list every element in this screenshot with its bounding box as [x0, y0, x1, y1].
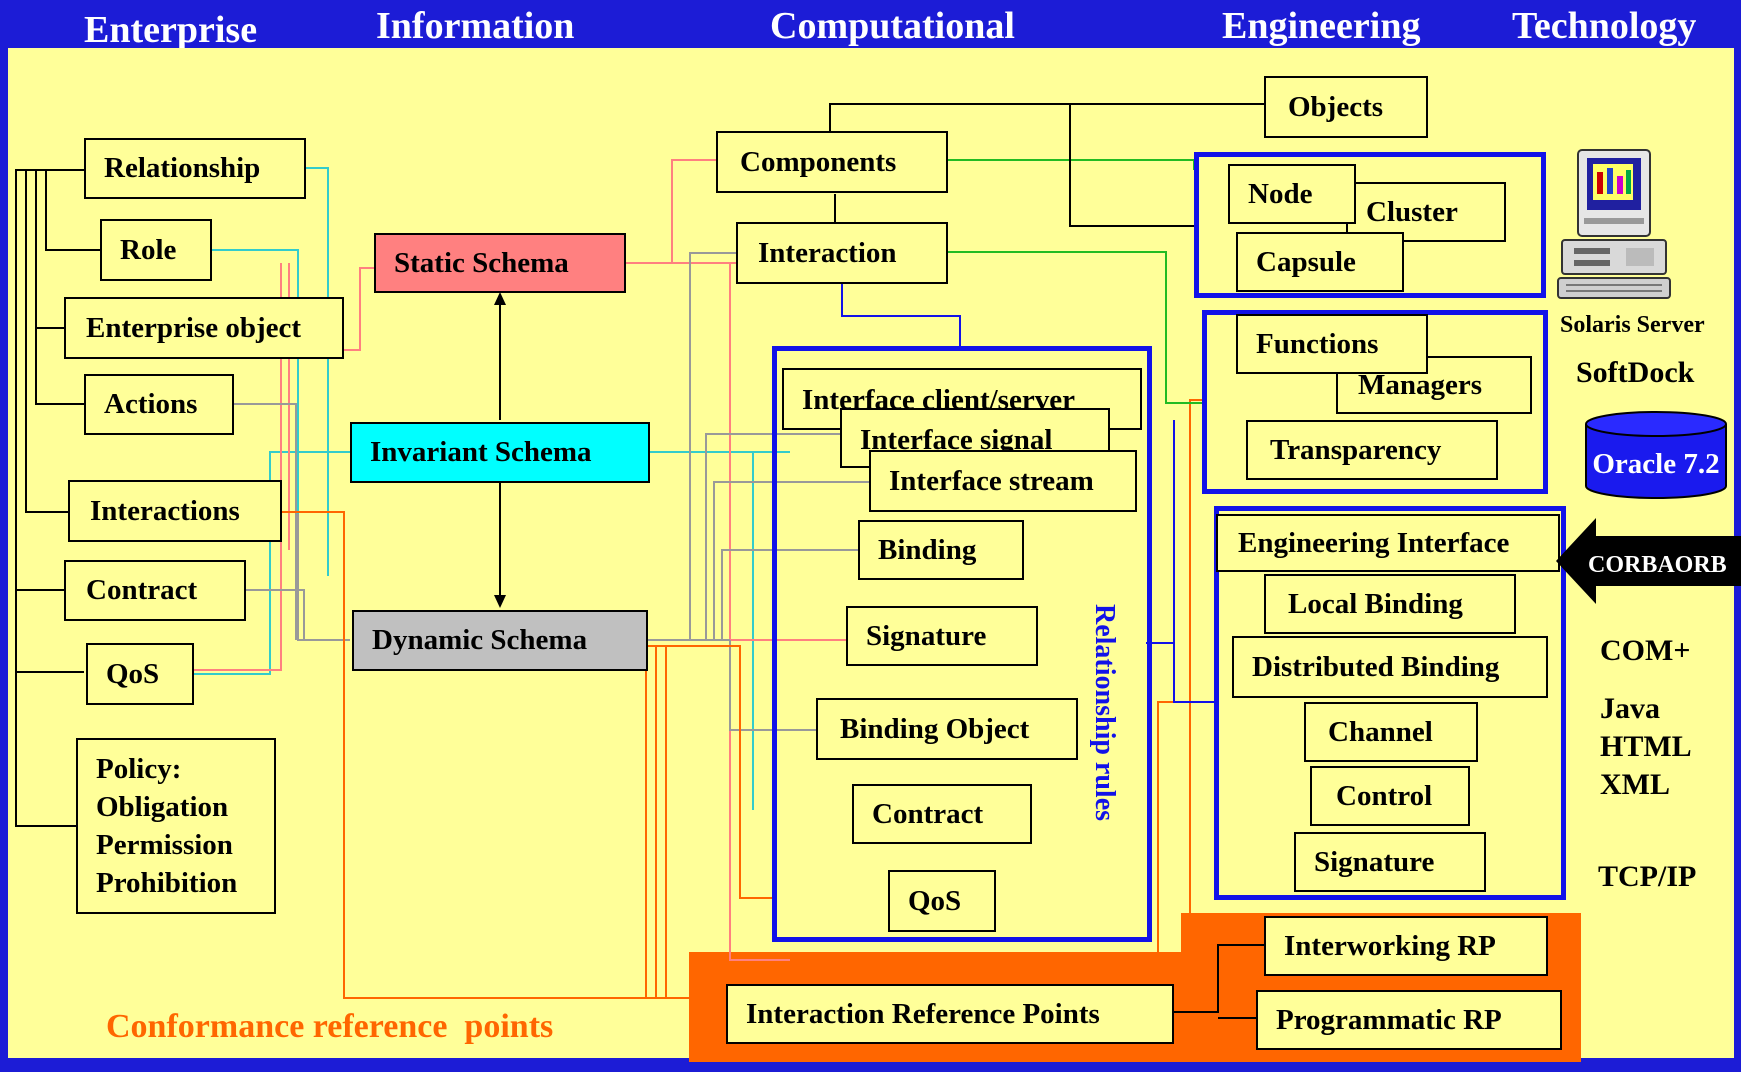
- enterprise-object-box: Enterprise object: [64, 297, 344, 359]
- node-box: Node: [1228, 164, 1356, 224]
- distributed-binding-box: Distributed Binding: [1232, 636, 1548, 698]
- objects-box: Objects: [1264, 76, 1428, 138]
- relationship-rules-group: [772, 346, 1152, 942]
- softdock-label: SoftDock: [1576, 356, 1695, 389]
- com-plus-label: COM+: [1600, 634, 1691, 667]
- oracle-label: Oracle 7.2: [1592, 448, 1720, 480]
- engineering-signature-box: Signature: [1294, 832, 1486, 892]
- functions-box: Functions: [1236, 314, 1428, 374]
- qos-box: QoS: [888, 870, 996, 932]
- signature-box: Signature: [846, 606, 1038, 666]
- interaction-box: Interaction: [736, 222, 948, 284]
- transparency-box: Transparency: [1246, 420, 1498, 480]
- control-box: Control: [1310, 766, 1470, 826]
- channel-box: Channel: [1304, 702, 1478, 762]
- html-label: HTML: [1600, 730, 1692, 763]
- engineering-interface-group: [1214, 506, 1566, 900]
- engineering-interface-box: Engineering Interface: [1216, 514, 1560, 572]
- corba-arrow: [1556, 518, 1741, 604]
- policy-obligation: Obligation: [96, 791, 229, 823]
- policy-box: Policy: Obligation Permission Prohibitio…: [76, 738, 276, 914]
- computer-icon: [1556, 148, 1674, 302]
- oracle-database-icon: [1584, 410, 1728, 500]
- policy-title: Policy:: [96, 753, 182, 785]
- components-box: Components: [716, 131, 948, 193]
- functions-group: [1202, 310, 1548, 494]
- enterprise-role-box: Role: [100, 219, 212, 281]
- managers-box: Managers: [1336, 356, 1532, 414]
- header-enterprise: Enterprise: [84, 9, 258, 51]
- capsule-box: Capsule: [1236, 232, 1404, 292]
- binding-box: Binding: [858, 520, 1024, 580]
- static-schema-box: Static Schema: [374, 233, 626, 293]
- node-group: [1194, 152, 1546, 298]
- header-computational: Computational: [770, 5, 1015, 47]
- interworking-rp-box: Interworking RP: [1264, 916, 1548, 976]
- java-label: Java: [1600, 692, 1660, 725]
- invariant-schema-box: Invariant Schema: [350, 422, 650, 483]
- header-engineering: Engineering: [1222, 5, 1421, 47]
- contract-box: Contract: [852, 784, 1032, 844]
- enterprise-interactions-box: Interactions: [68, 480, 282, 542]
- corbaorb-label: CORBAORB: [1588, 552, 1727, 578]
- relationship-rules-label: Relationship rules: [1089, 604, 1120, 822]
- interaction-reference-points-box: Interaction Reference Points: [726, 984, 1174, 1044]
- enterprise-actions-box: Actions: [84, 374, 234, 435]
- policy-prohibition: Prohibition: [96, 867, 238, 899]
- enterprise-contract-box: Contract: [64, 560, 246, 621]
- header-technology: Technology: [1512, 5, 1697, 47]
- header-information: Information: [376, 5, 575, 47]
- local-binding-box: Local Binding: [1264, 574, 1516, 634]
- conformance-reference-points-label: Conformance reference points: [106, 1008, 554, 1045]
- xml-label: XML: [1600, 768, 1670, 801]
- enterprise-qos-box: QoS: [86, 643, 194, 705]
- programmatic-rp-box: Programmatic RP: [1256, 990, 1562, 1050]
- tcpip-label: TCP/IP: [1598, 860, 1697, 893]
- dynamic-schema-box: Dynamic Schema: [352, 610, 648, 671]
- solaris-server-label: Solaris Server: [1560, 312, 1705, 338]
- enterprise-relationship-box: Relationship: [84, 138, 306, 199]
- policy-permission: Permission: [96, 829, 233, 861]
- binding-object-box: Binding Object: [816, 698, 1078, 760]
- interface-stream-box: Interface stream: [869, 450, 1137, 512]
